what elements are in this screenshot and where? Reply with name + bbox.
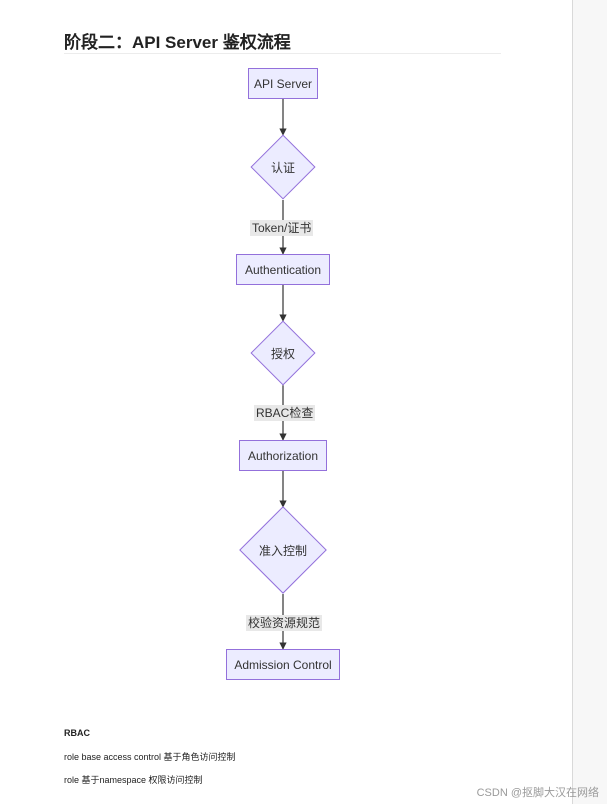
node-authentication-label: Authentication bbox=[244, 262, 322, 277]
node-admission-control-label: Admission Control bbox=[234, 657, 332, 672]
title-underline bbox=[64, 53, 501, 54]
notes-line-1: role base access control 基于角色访问控制 bbox=[64, 752, 236, 762]
decision-authorization: 授权 bbox=[250, 320, 316, 386]
node-authorization-label: Authorization bbox=[247, 448, 319, 463]
node-api-server-label: API Server bbox=[253, 76, 313, 91]
decision-authorization-label: 授权 bbox=[270, 346, 295, 361]
viewer-gutter bbox=[573, 0, 607, 804]
notes-heading: RBAC bbox=[64, 728, 90, 738]
edge-label-token-cert: Token/证书 bbox=[250, 220, 314, 236]
edge-label-validate-resource: 校验资源规范 bbox=[246, 615, 323, 631]
decision-authentication-label: 认证 bbox=[270, 160, 295, 175]
document-page: 阶段二：API Server 鉴权流程 API Server 认证 Token/… bbox=[0, 0, 573, 804]
decision-authentication: 认证 bbox=[250, 134, 316, 200]
notes-line-2: role 基于namespace 权限访问控制 bbox=[64, 775, 203, 785]
node-admission-control: Admission Control bbox=[226, 649, 340, 680]
edge-label-rbac-check: RBAC检查 bbox=[254, 405, 316, 421]
csdn-watermark: CSDN @抠脚大汉在网络 bbox=[476, 787, 599, 799]
node-authentication: Authentication bbox=[236, 254, 330, 285]
decision-admission: 准入控制 bbox=[239, 506, 327, 594]
node-api-server: API Server bbox=[248, 68, 318, 99]
section-title: 阶段二：API Server 鉴权流程 bbox=[64, 33, 291, 52]
decision-admission-label: 准入控制 bbox=[258, 543, 307, 558]
flowchart-edges bbox=[279, 99, 287, 650]
node-authorization: Authorization bbox=[239, 440, 327, 471]
